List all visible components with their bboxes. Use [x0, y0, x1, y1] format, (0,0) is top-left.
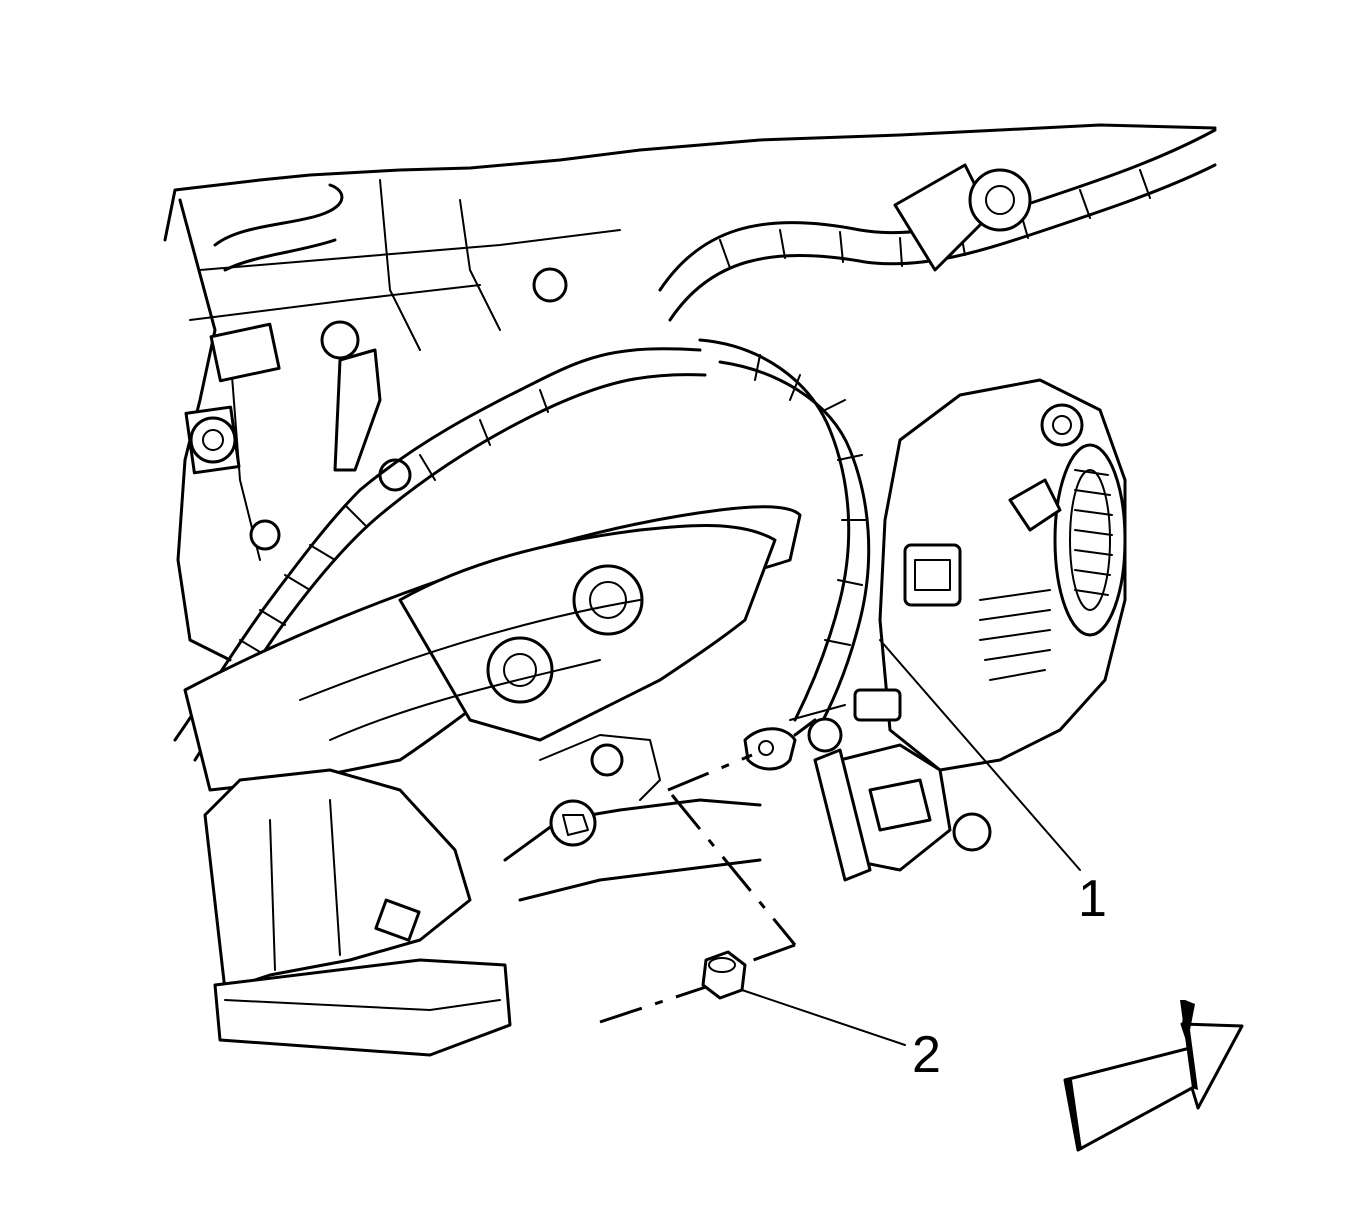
leader-lines	[741, 639, 1081, 1046]
generator-assembly	[789, 378, 1127, 882]
exhaust-manifold	[183, 505, 802, 792]
leader-line-1	[879, 639, 1081, 871]
forward-arrow-icon	[1063, 1000, 1244, 1152]
callout-1: 1	[1078, 870, 1107, 928]
engine-block	[163, 123, 1217, 662]
nut	[701, 950, 747, 1000]
leader-line-2	[741, 989, 906, 1046]
lower-block	[203, 734, 762, 1057]
assembly-lines	[599, 753, 797, 1024]
callout-2: 2	[912, 1026, 941, 1084]
upper-wiring-harness	[173, 128, 1217, 762]
battery-positive-cable-terminal	[743, 718, 817, 771]
